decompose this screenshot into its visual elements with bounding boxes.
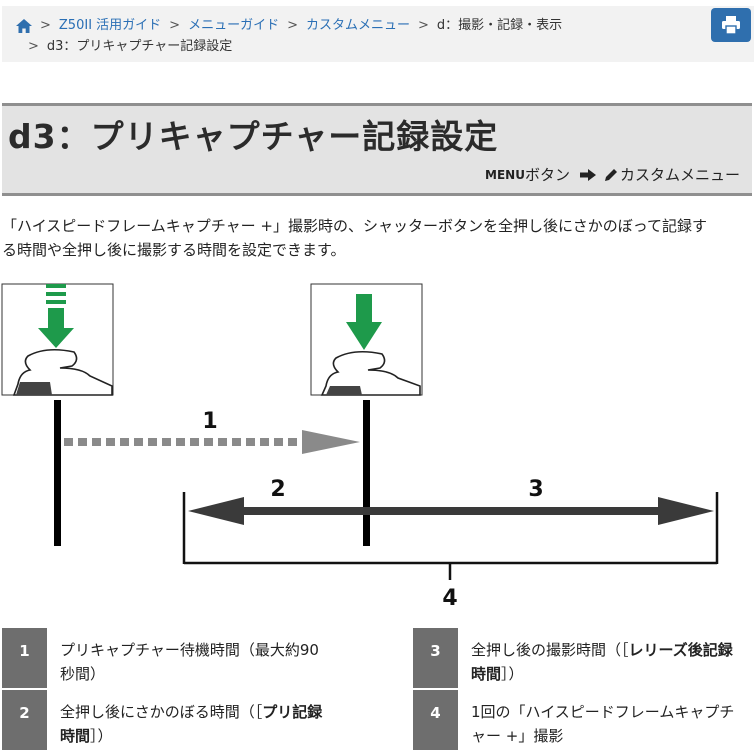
menu-button-suffix: ボタン [524,166,570,184]
custom-menu-label: カスタムメニュー [619,166,740,184]
arrow-right-icon [579,168,596,181]
print-icon [722,16,740,34]
timing-diagram: 1 2 3 4 [1,283,719,611]
pre-capture-wait-arrow [64,430,360,454]
legend-bold-text: 時間 [471,665,502,683]
legend-number: 3 [413,628,458,688]
diagram-label-2: 2 [270,477,285,502]
legend-text: 全押し後の撮影時間（［ [471,641,629,659]
breadcrumb-separator: > [169,18,181,33]
diagram-label-4: 4 [442,586,457,611]
breadcrumb-separator: > [287,18,298,33]
breadcrumb-current: d3：プリキャプチャー記録設定 [46,39,233,54]
breadcrumb-separator: > [418,18,429,33]
intro-text: 「ハイスピードフレームキャプチャー +」撮影時の、シャッターボタンを全押し後にさ… [2,214,754,262]
breadcrumb-link-custom-menu[interactable]: カスタムメニュー [305,18,410,33]
legend-item: 1 プリキャプチャー待機時間（最大約90 秒間） [2,628,402,688]
menu-button-label: MENU [485,167,525,182]
diagram-label-1: 1 [202,409,217,434]
legend-bold-text: プリ記録 [262,703,323,721]
breadcrumb-separator: > [40,18,51,33]
page-title-box: d3：プリキャプチャー記録設定 MENU ボタン カスタムメニュー [2,103,752,196]
legend-text: 1回の「ハイスピードフレームキャプチ [471,703,735,721]
legend-item: 4 1回の「ハイスピードフレームキャプチ ャー +」撮影 [413,690,754,750]
pencil-icon [604,168,617,181]
half-press-illustration [1,283,114,396]
menu-path: MENU ボタン カスタムメニュー [485,164,740,185]
breadcrumb-link-menu-guide[interactable]: メニューガイド [188,18,280,33]
home-icon[interactable] [16,18,32,33]
legend-item: 3 全押し後の撮影時間（［レリーズ後記録 時間］） [413,628,754,688]
intro-line-2: る時間や全押し後に撮影する時間を設定できます。 [2,241,346,259]
diagram-label-3: 3 [528,477,543,502]
legend-text: ャー +」撮影 [471,727,564,745]
legend-bold-text: レリーズ後記録 [628,641,733,659]
legend-text: ］） [501,665,524,683]
legend-text: プリキャプチャー待機時間（最大約90 [60,641,319,659]
full-press-illustration [310,283,423,396]
legend-text: 秒間） [60,665,106,683]
print-button[interactable] [711,8,751,42]
legend-item: 2 全押し後にさかのぼる時間（［プリ記録 時間］） [2,690,402,750]
breadcrumb-separator: > [28,39,39,54]
breadcrumb-link-d-section[interactable]: d：撮影・記録・表示 [436,18,563,33]
legend-bold-text: 時間 [60,727,91,745]
legend-number: 2 [2,690,47,750]
legend-text: ］） [90,727,113,745]
intro-line-1: 「ハイスピードフレームキャプチャー +」撮影時の、シャッターボタンを全押し後にさ… [2,217,707,235]
legend-number: 4 [413,690,458,750]
legend-number: 1 [2,628,47,688]
capture-span-arrow [188,497,714,525]
breadcrumb-link-guide[interactable]: Z50II 活用ガイド [58,18,162,33]
legend-text: 全押し後にさかのぼる時間（［ [60,703,263,721]
breadcrumb: > Z50II 活用ガイド > メニューガイド > カスタムメニュー > d：撮… [2,6,754,62]
total-capture-bracket [182,492,719,580]
page-title: d3：プリキャプチャー記録設定 [8,117,499,156]
